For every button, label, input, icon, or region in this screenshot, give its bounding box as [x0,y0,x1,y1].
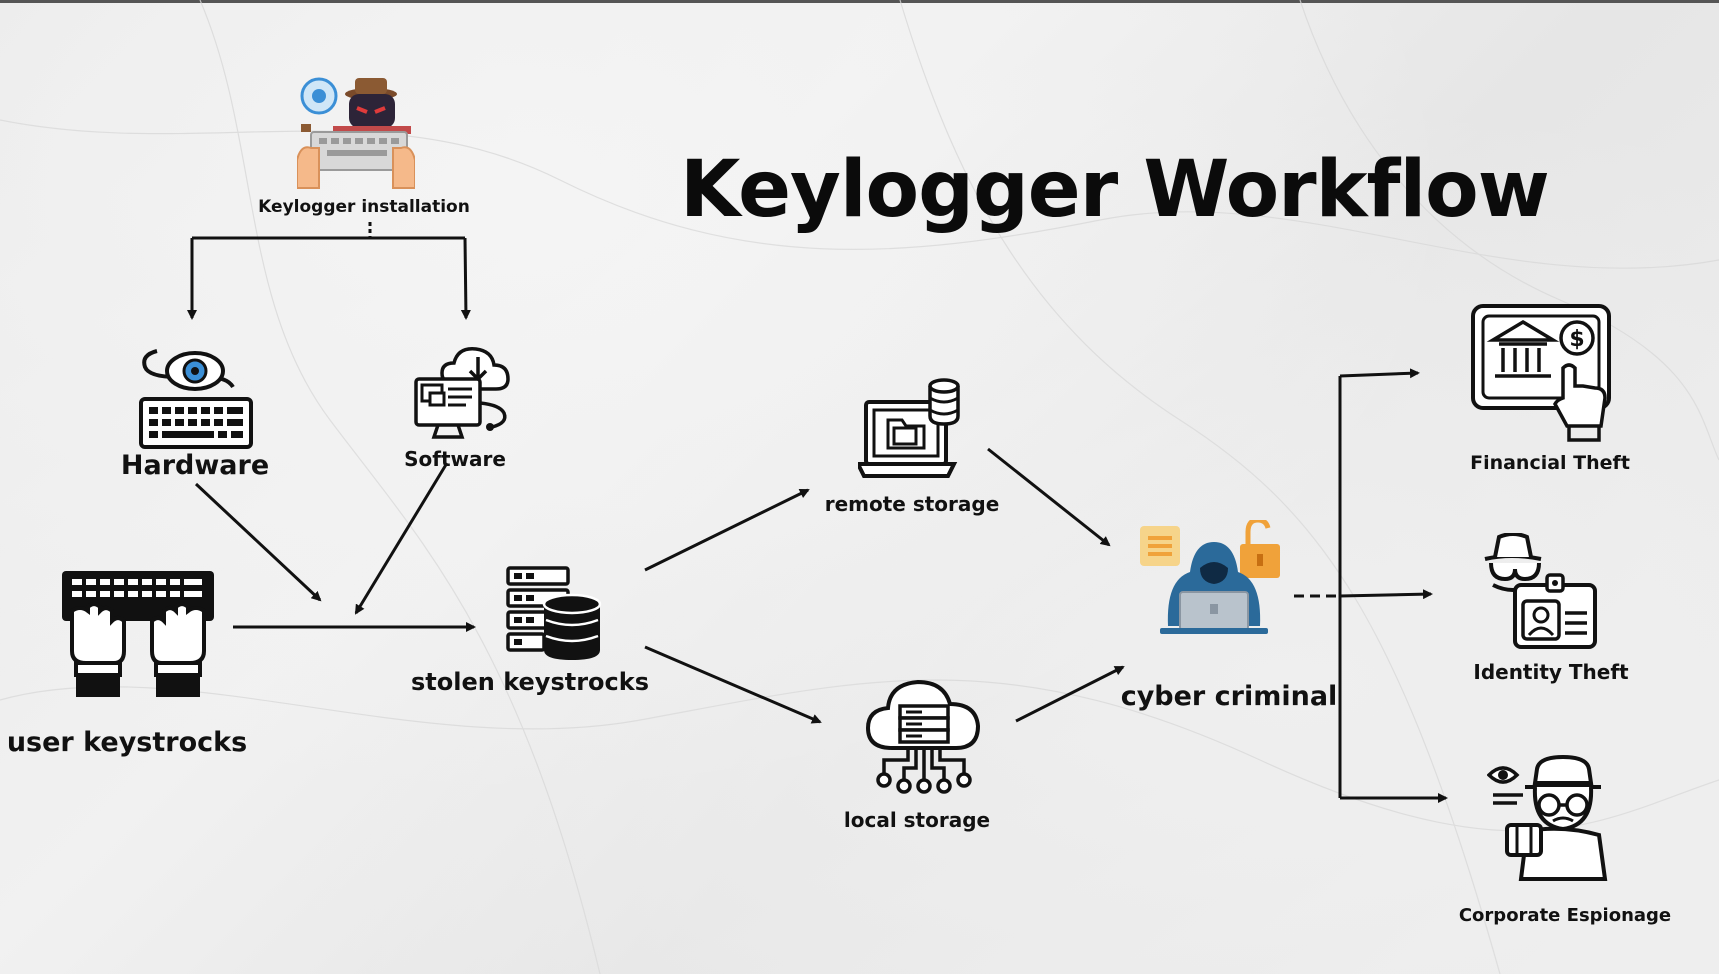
label-financial-theft: Financial Theft [1470,452,1630,474]
arrow-software-to-flow [354,462,449,615]
arrow-local-to-criminal [1015,665,1125,723]
hacker-laptop-icon [1140,520,1280,634]
label-keylogger-installation: Keylogger installation [258,197,470,217]
page-title: Keylogger Workflow [680,145,1550,235]
top-border [0,0,1719,3]
arrow-installation-to-software [460,237,471,320]
arrow-remote-to-criminal [987,447,1111,547]
label-user-keystrokes: user keystrocks [6,727,248,758]
keyboard-eye-icon [139,349,253,449]
label-corporate-espionage: Corporate Espionage [1458,905,1672,926]
arrow-to-financial [1339,368,1420,379]
hands-typing-keyboard-icon [62,571,214,697]
server-database-icon [506,566,602,660]
label-local-storage: local storage [843,808,991,832]
laptop-folder-database-icon [858,378,960,478]
cloud-server-network-icon [865,679,981,794]
label-stolen-keystrokes: stolen keystrocks [411,668,649,696]
label-identity-theft: Identity Theft [1473,660,1629,684]
svg-text:$: $ [1569,327,1584,352]
label-cyber-criminal: cyber criminal [1120,681,1338,712]
spy-id-card-icon [1484,533,1597,649]
bank-tablet-icon: $ [1471,304,1611,442]
arrow-to-identity [1339,589,1433,600]
label-hardware: Hardware [120,450,270,481]
arrow-stolen-to-local [644,645,822,724]
spy-keyboard-icon [297,77,415,189]
spy-binoculars-icon [1487,755,1608,881]
computer-cloud-download-icon [414,347,510,439]
arrow-hardware-to-flow [194,482,322,602]
arrow-stolen-to-remote [644,488,810,572]
label-remote-storage: remote storage [824,492,1000,516]
label-software: Software [404,447,506,471]
